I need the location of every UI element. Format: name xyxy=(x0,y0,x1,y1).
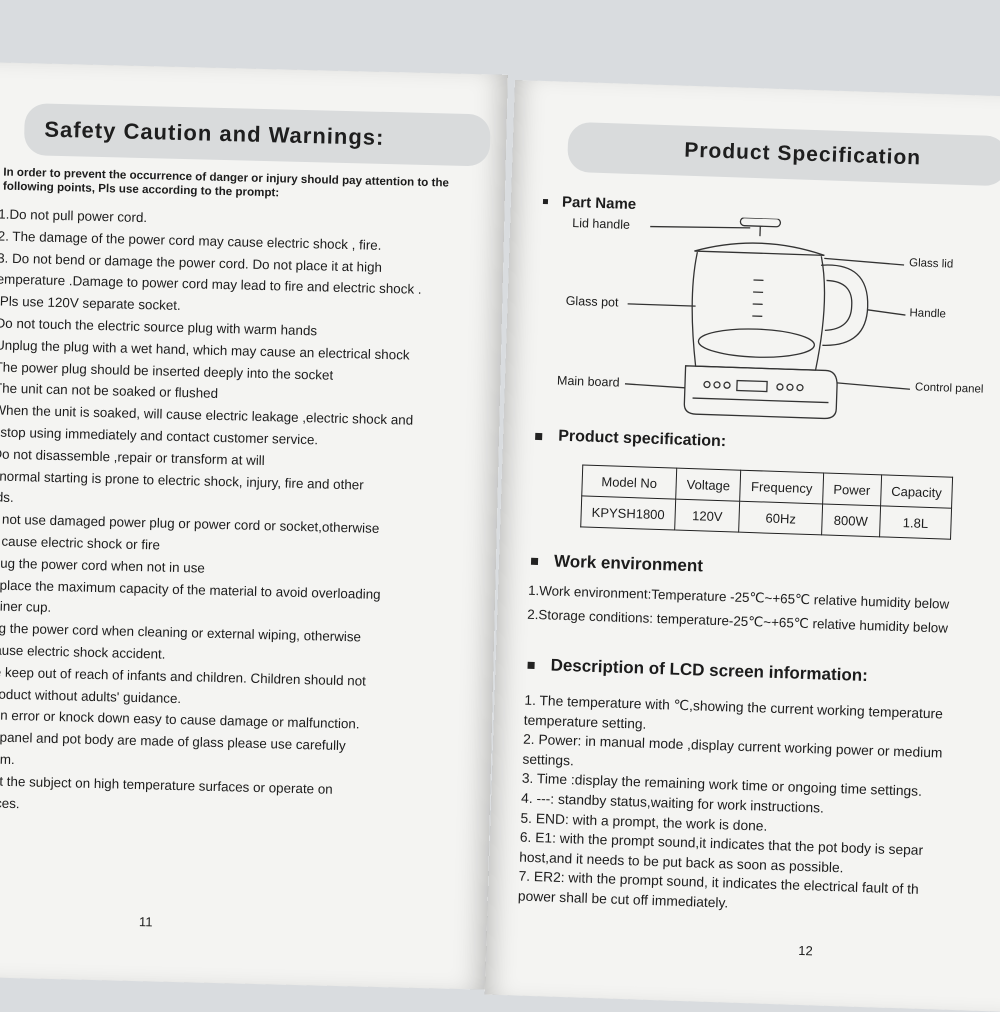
col-power: Power xyxy=(822,473,881,506)
label-main-board: Main board xyxy=(557,374,620,390)
bullet-icon xyxy=(531,557,538,564)
part-name-heading: Part Name xyxy=(543,193,637,213)
lcd-heading: Description of LCD screen information: xyxy=(527,655,868,686)
work-env-heading: Work environment xyxy=(531,551,704,577)
page-number: 11 xyxy=(139,914,153,929)
label-glass-pot: Glass pot xyxy=(565,294,618,310)
label-handle: Handle xyxy=(909,307,946,320)
safety-list: 1.Do not pull power cord. 2. The damage … xyxy=(0,203,476,825)
left-page: Safety Caution and Warnings: In order to… xyxy=(0,62,508,990)
right-page: Product Specification Part Name xyxy=(485,80,1000,1012)
spec-table: Model No Voltage Frequency Power Capacit… xyxy=(580,464,953,539)
kettle-illustration xyxy=(564,212,1000,437)
cell-capacity: 1.8L xyxy=(879,506,952,539)
page-number: 12 xyxy=(798,943,813,958)
safety-intro: In order to prevent the occurrence of da… xyxy=(3,166,474,205)
col-voltage: Voltage xyxy=(676,468,741,501)
col-capacity: Capacity xyxy=(880,475,953,508)
label-glass-lid: Glass lid xyxy=(909,257,953,270)
spec-title: Product Specification xyxy=(567,122,1000,187)
label-lid-handle: Lid handle xyxy=(572,216,630,232)
cell-power: 800W xyxy=(821,504,880,537)
bullet-icon xyxy=(543,199,548,204)
product-spec-heading: Product specification: xyxy=(535,427,727,451)
lcd-list: 1. The temperature with ℃,showing the cu… xyxy=(518,691,1000,923)
cell-model: KPYSH1800 xyxy=(581,496,676,530)
safety-title: Safety Caution and Warnings: xyxy=(24,103,491,166)
col-model: Model No xyxy=(582,465,677,499)
cell-voltage: 120V xyxy=(675,499,740,532)
kettle-diagram: Lid handle Glass lid Glass pot Handle Ma… xyxy=(564,212,1000,437)
label-control-panel: Control panel xyxy=(915,381,984,395)
col-frequency: Frequency xyxy=(740,470,823,504)
bullet-icon xyxy=(535,432,542,439)
storage-line: 2.Storage conditions: temperature-25℃~+6… xyxy=(527,607,948,637)
cell-frequency: 60Hz xyxy=(739,501,822,535)
bullet-icon xyxy=(528,661,535,668)
